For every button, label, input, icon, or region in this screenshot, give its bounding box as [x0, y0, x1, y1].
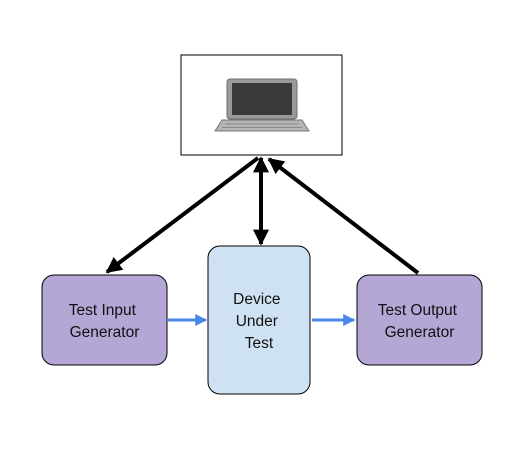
node-label-line: Under	[236, 313, 278, 330]
svg-text:Test Output Generator: Test Output Generator	[378, 302, 462, 341]
node-label-line: Test	[245, 335, 274, 352]
edge-computer-to-input-generator	[105, 156, 260, 274]
test-input-generator-node: Test Input Generator	[41, 274, 168, 366]
node-label-line: Generator	[385, 324, 455, 341]
node-label-line: Test Input	[69, 302, 137, 319]
edge-output-generator-to-computer	[267, 157, 420, 275]
svg-text:Device Under Test: Device Under Test	[233, 291, 285, 352]
laptop-icon	[214, 78, 310, 132]
node-label-line: Test Output	[378, 302, 458, 319]
node-label-line: Generator	[70, 324, 140, 341]
device-under-test-node: Device Under Test	[207, 245, 311, 395]
computer-node	[180, 54, 343, 156]
svg-text:Test Input Generator: Test Input Generator	[69, 302, 141, 341]
node-label-line: Device	[233, 291, 280, 308]
test-output-generator-node: Test Output Generator	[356, 274, 483, 366]
